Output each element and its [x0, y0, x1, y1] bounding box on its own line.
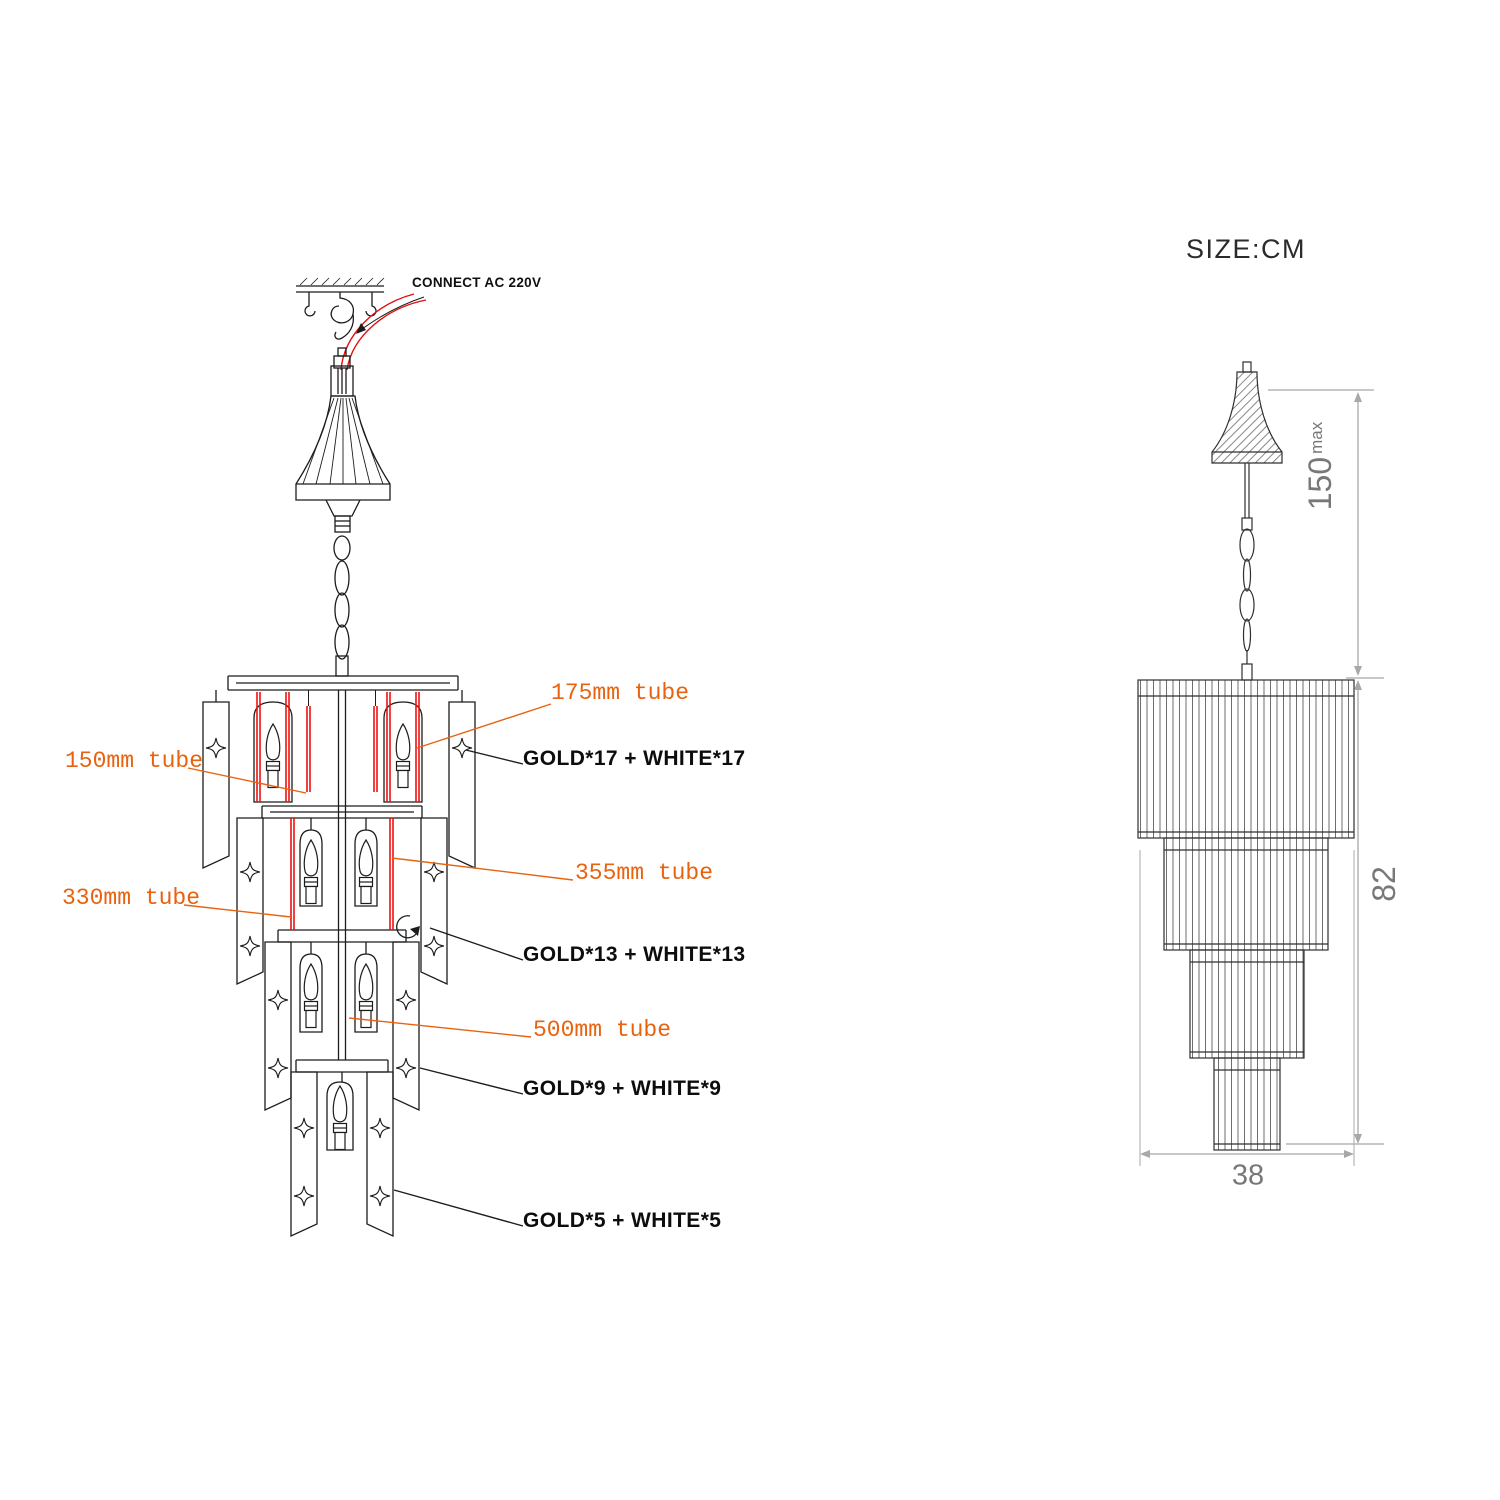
sparkle-icon — [293, 1185, 315, 1207]
candle-bulb-icon — [358, 963, 374, 1029]
candle-bulb-icon — [395, 723, 411, 789]
sparkle-icon — [451, 737, 473, 759]
crystal-prism — [290, 1071, 318, 1238]
sparkle-icon — [395, 989, 417, 1011]
fixture-width-dimension: 38 — [1231, 1159, 1265, 1192]
candle-bulb-icon — [358, 839, 374, 905]
tube-highlights — [256, 692, 420, 930]
figure-body-tier-2 — [1163, 837, 1329, 951]
crystal-prism — [420, 817, 448, 986]
tier-2 — [236, 817, 448, 986]
canopy — [295, 347, 391, 517]
sparkle-icon — [423, 935, 445, 957]
tier-3 — [264, 941, 420, 1112]
candle-bulb-icon — [303, 963, 319, 1029]
tier-4 — [290, 1071, 394, 1238]
sparkle-icon — [239, 935, 261, 957]
crystal-prism — [366, 1071, 394, 1238]
bulb-shade — [299, 829, 323, 907]
hanging-chain — [333, 515, 351, 677]
bulb-shade — [326, 1081, 354, 1151]
tier-2-crystal-count-label: GOLD*13 + WHITE*13 — [523, 943, 746, 966]
sparkle-icon — [267, 1057, 289, 1079]
candle-bulb-icon — [332, 1085, 348, 1151]
figure-canopy — [1211, 361, 1283, 464]
ceiling-mount — [296, 277, 385, 340]
units-label: SIZE:CM — [1186, 234, 1307, 264]
crystal-prism — [448, 701, 476, 870]
right-bolt-hook-icon — [365, 292, 377, 317]
sparkle-icon — [293, 1117, 315, 1139]
sparkle-icon — [369, 1117, 391, 1139]
bulb-shade — [299, 953, 323, 1033]
crystal-prism — [202, 701, 230, 870]
bulb-shade — [354, 829, 378, 907]
figure-body-tier-3 — [1189, 949, 1305, 1059]
sparkle-icon — [369, 1185, 391, 1207]
sparkle-icon — [395, 1057, 417, 1079]
fixture-height-dimension: 82 — [1366, 866, 1402, 902]
crystal-prism — [264, 941, 292, 1112]
tier-3-plate — [277, 929, 407, 954]
connect-leader — [356, 296, 425, 334]
hanging-height-suffix: max — [1307, 421, 1326, 454]
tier-leader-lines — [393, 749, 524, 1227]
left-bolt-hook-icon — [304, 292, 316, 317]
tube-hangers — [308, 690, 376, 706]
tier-3-crystal-count-label: GOLD*9 + WHITE*9 — [523, 1077, 722, 1100]
dimension-lines — [1139, 389, 1384, 1166]
figure-body-tier-1 — [1137, 679, 1355, 839]
sparkle-icon — [423, 861, 445, 883]
tube-length-label-500: 500mm tube — [533, 1017, 672, 1043]
tube-length-label-175: 175mm tube — [551, 680, 690, 706]
tube-length-label-355: 355mm tube — [575, 860, 714, 886]
bulb-shade — [354, 953, 378, 1033]
tube-length-label-150: 150mm tube — [65, 748, 204, 774]
center-rod — [337, 690, 347, 1082]
center-s-hook-icon — [330, 292, 355, 324]
figure-chain — [1239, 463, 1255, 681]
sparkle-icon — [205, 737, 227, 759]
crystal-prism — [392, 941, 420, 1112]
figure-body-tier-4 — [1213, 1057, 1281, 1151]
dimension-figure — [1137, 361, 1355, 1151]
tier-2-plate — [261, 805, 423, 830]
sparkle-icon — [239, 861, 261, 883]
mount-plate — [215, 675, 463, 702]
figure-body — [1137, 679, 1355, 1151]
assembly-drawing — [183, 277, 574, 1238]
tier-1-crystal-count-label: GOLD*17 + WHITE*17 — [523, 747, 746, 770]
tube-leader-lines — [183, 703, 574, 1038]
tier-4-crystal-count-label: GOLD*5 + WHITE*5 — [523, 1209, 722, 1232]
power-wire — [340, 293, 427, 371]
hanging-height-value: 150 — [1302, 456, 1338, 511]
connect-voltage-label: CONNECT AC 220V — [412, 275, 542, 290]
tier-4-plate — [295, 1059, 389, 1073]
tube-length-label-330: 330mm tube — [62, 885, 201, 911]
candle-bulb-icon — [303, 839, 319, 905]
candle-bulb-icon — [265, 723, 281, 789]
sparkle-icon — [267, 989, 289, 1011]
hanging-height-dimension: 150 max — [1302, 421, 1338, 511]
crystal-prism — [236, 817, 264, 986]
